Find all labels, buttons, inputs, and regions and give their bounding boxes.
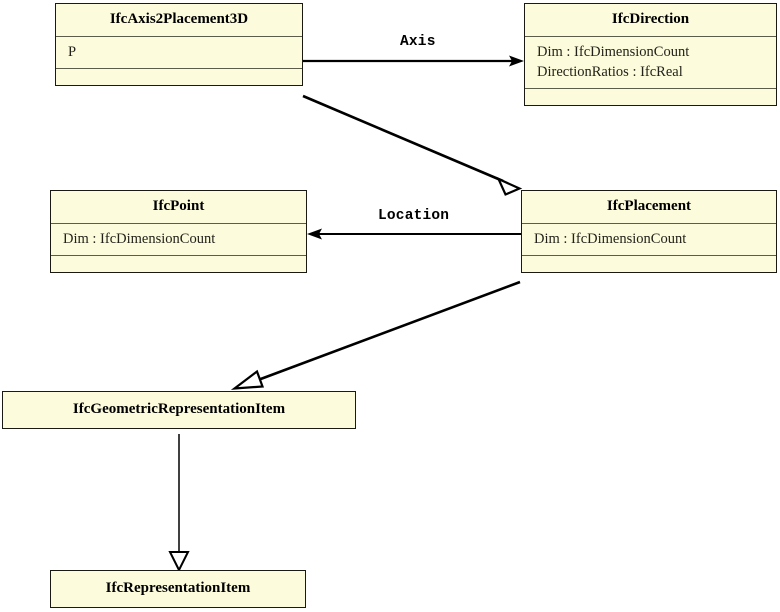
class-name-ifc-axis2-placement-3d: IfcAxis2Placement3D: [109, 11, 249, 27]
class-name-ifc-geometric-representation-item: IfcGeometricRepresentationItem: [72, 401, 286, 417]
class-name-ifc-direction: IfcDirection: [611, 11, 690, 27]
location-association-arrowhead: [307, 228, 322, 240]
class-box-ifc-geometric-representation-item[interactable]: IfcGeometricRepresentationItem: [2, 391, 356, 429]
class-operations-ifc-placement: [522, 255, 776, 272]
class-operations-ifc-direction: [525, 88, 776, 105]
geometricrepresentationitem-generalization-arrowhead: [168, 551, 190, 573]
edge-label-axis: Axis: [396, 34, 440, 50]
class-attribute: Dim : IfcDimensionCount: [537, 44, 690, 60]
class-attribute: P: [68, 44, 77, 60]
placement-generalization-arrowhead: [230, 369, 265, 390]
relationship-axis-association: [302, 55, 524, 67]
class-box-ifc-direction[interactable]: IfcDirection Dim : IfcDimensionCount Dir…: [524, 3, 777, 106]
class-attributes-ifc-axis2-placement-3d: P: [56, 36, 302, 68]
axis2placement3d-generalization-line: [302, 94, 504, 183]
class-name-ifc-representation-item: IfcRepresentationItem: [105, 580, 251, 596]
relationship-location-association: [307, 228, 521, 240]
class-box-ifc-point[interactable]: IfcPoint Dim : IfcDimensionCount: [50, 190, 307, 273]
class-attribute: DirectionRatios : IfcReal: [537, 64, 683, 80]
class-operations-ifc-point: [51, 255, 306, 272]
relationship-placement-generalization: [230, 280, 521, 390]
class-name-ifc-point: IfcPoint: [152, 198, 205, 214]
relationship-geometricrepresentationitem-generalization: [168, 434, 190, 573]
axis-association-arrowhead: [509, 55, 524, 67]
class-name-ifc-placement: IfcPlacement: [606, 198, 692, 214]
class-operations-ifc-axis2-placement-3d: [56, 68, 302, 85]
class-box-ifc-representation-item[interactable]: IfcRepresentationItem: [50, 570, 306, 608]
class-box-ifc-axis2-placement-3d[interactable]: IfcAxis2Placement3D P: [55, 3, 303, 86]
class-attribute: Dim : IfcDimensionCount: [534, 231, 687, 247]
relationship-axis2placement3d-generalization: [302, 94, 523, 196]
class-attribute: Dim : IfcDimensionCount: [63, 231, 216, 247]
edge-label-location: Location: [374, 208, 454, 224]
class-box-ifc-placement[interactable]: IfcPlacement Dim : IfcDimensionCount: [521, 190, 777, 273]
placement-generalization-line: [257, 280, 521, 382]
class-attributes-ifc-placement: Dim : IfcDimensionCount: [522, 223, 776, 255]
axis2placement3d-generalization-arrowhead: [496, 176, 523, 196]
class-attributes-ifc-point: Dim : IfcDimensionCount: [51, 223, 306, 255]
class-attributes-ifc-direction: Dim : IfcDimensionCount DirectionRatios …: [525, 36, 776, 88]
